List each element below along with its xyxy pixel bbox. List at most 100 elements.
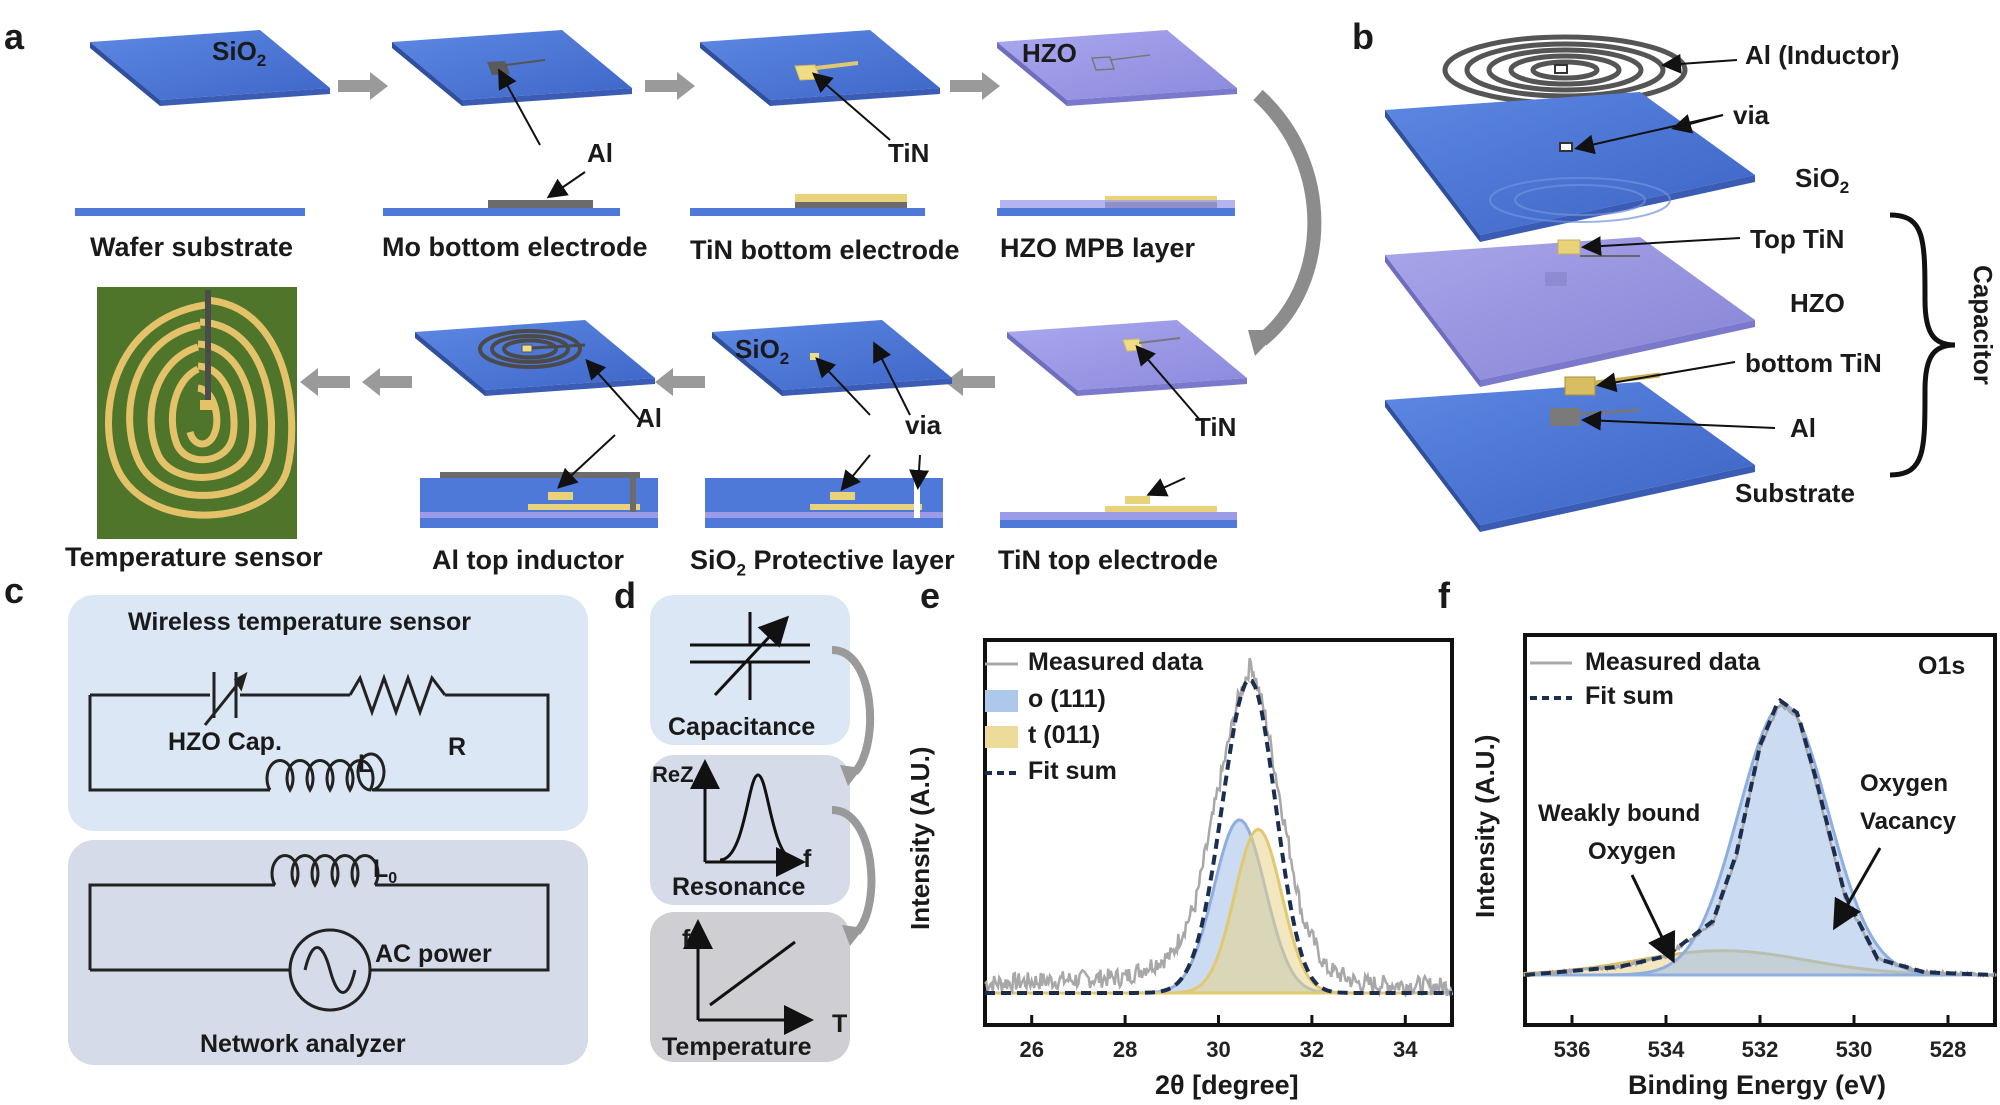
panel-a-graphics bbox=[75, 30, 1322, 539]
f-ann-weak-2: Oxygen bbox=[1588, 838, 1677, 865]
step2-pointer-label: Al bbox=[587, 138, 613, 168]
panel-label-c: c bbox=[4, 570, 25, 611]
analyzer-title: Network analyzer bbox=[200, 1030, 406, 1058]
b-hzo-layer bbox=[1385, 237, 1755, 380]
step7-wafer-3d bbox=[415, 320, 655, 421]
f-tick-label: 530 bbox=[1836, 1037, 1873, 1062]
d-capacitance-label: Capacitance bbox=[668, 713, 816, 741]
panel-label-f: f bbox=[1438, 575, 1450, 616]
d-rez-label: ReZ bbox=[652, 762, 694, 787]
curved-arrow-a bbox=[1253, 89, 1322, 346]
f-tag-o1s: O1s bbox=[1918, 652, 1966, 680]
step7-cross-section bbox=[420, 434, 658, 528]
e-legend-fitsum: Fit sum bbox=[1028, 757, 1117, 785]
panel-label-b: b bbox=[1352, 16, 1374, 57]
hzo-cap-label: HZO Cap. bbox=[168, 728, 282, 756]
panel-label-a: a bbox=[4, 16, 25, 57]
f-fit-line bbox=[1524, 697, 1996, 977]
step6-pointer-label: via bbox=[905, 410, 942, 440]
b-label-al: Al bbox=[1790, 413, 1816, 443]
f-legend-measured: Measured data bbox=[1585, 648, 1761, 676]
row1-arrows bbox=[338, 72, 1000, 100]
b-substrate-layer bbox=[1385, 382, 1755, 525]
r-label: R bbox=[448, 733, 467, 761]
step5-wafer-3d bbox=[1007, 320, 1247, 421]
panel-b-graphics bbox=[1385, 34, 1956, 532]
step4-caption: HZO MPB layer bbox=[1000, 233, 1196, 263]
d-resonance-box bbox=[650, 755, 850, 905]
step4-cross-section bbox=[997, 196, 1235, 216]
step1-inline-label: SiO2 bbox=[212, 36, 267, 71]
step3-cross-section bbox=[690, 194, 925, 216]
f-ann-vac-2: Vacancy bbox=[1860, 808, 1957, 835]
e-legend-swatch-t011 bbox=[985, 726, 1018, 748]
f-arrow-vacancy bbox=[1833, 847, 1882, 931]
e-legend-measured: Measured data bbox=[1028, 648, 1204, 676]
step6-wafer-3d bbox=[712, 320, 952, 416]
b-label-hzo: HZO bbox=[1790, 288, 1845, 318]
step4-wafer-3d bbox=[997, 30, 1237, 106]
f-tick-label: 528 bbox=[1930, 1037, 1967, 1062]
step2-caption: Mo bottom electrode bbox=[382, 232, 648, 262]
f-ann-weak-1: Weakly bound bbox=[1538, 800, 1701, 827]
step3-wafer-3d bbox=[700, 30, 940, 141]
f-tick-label: 532 bbox=[1742, 1037, 1779, 1062]
b-label-via: via bbox=[1733, 100, 1770, 130]
e-tick-label: 32 bbox=[1300, 1037, 1324, 1062]
capacitor-brace bbox=[1889, 212, 1956, 478]
l-label: L bbox=[358, 750, 374, 778]
e-legend-swatch-o111 bbox=[985, 690, 1018, 712]
arrow-to-sensor bbox=[300, 368, 350, 396]
e-measured-line bbox=[984, 657, 1454, 998]
d-f-axis-label: f bbox=[682, 925, 691, 953]
step4-inline-label: HZO bbox=[1022, 38, 1077, 68]
step2-cross-section bbox=[383, 171, 620, 216]
f-arrow-weak bbox=[1630, 874, 1676, 964]
sensor-title: Wireless temperature sensor bbox=[128, 608, 471, 636]
panel-label-e: e bbox=[920, 575, 941, 616]
b-label-inductor: Al (Inductor) bbox=[1745, 40, 1900, 70]
step5-pointer-label: TiN bbox=[1195, 412, 1237, 442]
e-tick-label: 28 bbox=[1113, 1037, 1137, 1062]
step3-pointer-label: TiN bbox=[888, 138, 930, 168]
e-tick-label: 30 bbox=[1206, 1037, 1230, 1062]
f-ylabel: Intensity (A.U.) bbox=[1470, 734, 1500, 918]
e-fit-line bbox=[985, 677, 1452, 995]
step5-cross-section bbox=[1000, 477, 1237, 528]
d-f-label: f bbox=[803, 845, 812, 873]
sensor-photo bbox=[97, 287, 297, 539]
d-t-axis-label: T bbox=[832, 1010, 848, 1038]
e-tick-label: 26 bbox=[1019, 1037, 1043, 1062]
e-legend-o111: o (111) bbox=[1028, 685, 1106, 713]
step6-inline-label: SiO2 bbox=[735, 334, 790, 369]
step5-caption: TiN top electrode bbox=[998, 545, 1219, 575]
d-temperature-label: Temperature bbox=[662, 1033, 812, 1061]
f-ann-vac-1: Oxygen bbox=[1860, 770, 1949, 797]
l0-label: L0 bbox=[373, 855, 398, 887]
e-xlabel: 2θ [degree] bbox=[1155, 1070, 1299, 1100]
sensor-box bbox=[68, 595, 588, 831]
b-label-substrate: Substrate bbox=[1735, 478, 1855, 508]
step7-pointer-label: Al bbox=[636, 403, 662, 433]
row2-arrows bbox=[362, 368, 995, 396]
f-tick-label: 534 bbox=[1648, 1037, 1685, 1062]
e-tick-label: 34 bbox=[1393, 1037, 1418, 1062]
e-legend-t011: t (011) bbox=[1028, 721, 1101, 749]
b-label-bottom-tin: bottom TiN bbox=[1745, 348, 1882, 378]
step7-caption: Al top inductor bbox=[432, 545, 624, 575]
f-legend-fitsum: Fit sum bbox=[1585, 682, 1674, 710]
panel-label-d: d bbox=[614, 575, 636, 616]
f-xlabel: Binding Energy (eV) bbox=[1628, 1070, 1887, 1100]
step1-wafer-3d bbox=[90, 30, 330, 106]
step6-caption: SiO2 Protective layer bbox=[690, 545, 955, 580]
b-label-top-tin: Top TiN bbox=[1750, 224, 1845, 254]
step1-cross-section bbox=[75, 208, 305, 216]
step3-caption: TiN bottom electrode bbox=[690, 235, 960, 265]
b-label-sio2: SiO2 bbox=[1795, 163, 1850, 198]
step8-caption: Temperature sensor bbox=[65, 542, 323, 572]
step1-caption: Wafer substrate bbox=[90, 232, 294, 262]
step6-cross-section bbox=[705, 454, 943, 528]
